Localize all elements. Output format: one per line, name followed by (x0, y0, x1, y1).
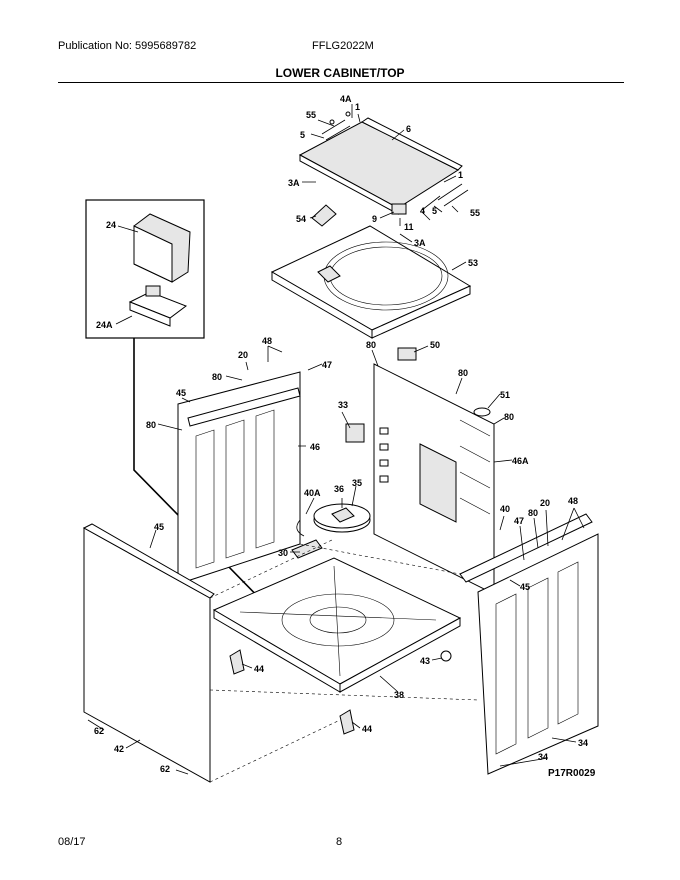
leveling-leg-part (229, 649, 452, 735)
page-title: LOWER CABINET/TOP (275, 66, 405, 80)
inset-detail-box (85, 199, 205, 339)
callout-label: 62 (94, 726, 104, 736)
callout-label: 11 (404, 222, 414, 232)
callout-label: 45 (520, 582, 530, 592)
callout-label: 46A (512, 456, 529, 466)
bracket-part (345, 423, 365, 443)
callout-label: 30 (278, 548, 288, 558)
callout-label: 80 (504, 412, 514, 422)
publication-number: Publication No: 5995689782 (58, 40, 197, 52)
callout-label: 24 (106, 220, 116, 230)
callout-label: 44 (254, 664, 264, 674)
callout-label: 80 (458, 368, 468, 378)
callout-label: 80 (366, 340, 376, 350)
footer-date: 08/17 (58, 836, 86, 848)
callout-label: 34 (578, 738, 588, 748)
callout-label: 44 (362, 724, 372, 734)
hinge-spring-left (321, 111, 351, 141)
callout-label: 45 (176, 388, 186, 398)
callout-label: 48 (568, 496, 578, 506)
callout-label: 53 (468, 258, 478, 268)
assembly-lines (209, 539, 479, 783)
front-panel-part (82, 523, 215, 783)
callout-label: 55 (470, 208, 480, 218)
clip-part (296, 519, 305, 537)
callout-label: 6 (406, 124, 411, 134)
callout-label: 38 (394, 690, 404, 700)
callout-label: 3A (288, 178, 300, 188)
callout-label: 40 (500, 504, 510, 514)
pump-filter-part (313, 503, 371, 533)
callout-label: 45 (154, 522, 164, 532)
callout-label: 34 (538, 752, 548, 762)
callout-label: 62 (160, 764, 170, 774)
callout-label: 47 (514, 516, 524, 526)
right-side-panel-part (459, 513, 599, 775)
callout-label: 51 (500, 390, 510, 400)
callout-label: 80 (528, 508, 538, 518)
callout-label: 1 (355, 102, 360, 112)
callout-label: 9 (372, 214, 377, 224)
callout-label: 48 (262, 336, 272, 346)
callout-label: 43 (420, 656, 430, 666)
plug-part (473, 407, 491, 417)
callout-label: 5 (432, 206, 437, 216)
callout-label: 46 (310, 442, 320, 452)
lid-lock-part (311, 204, 337, 227)
header-divider (58, 82, 624, 83)
callout-label: 40A (304, 488, 321, 498)
callout-label: 54 (296, 214, 306, 224)
left-side-panel-part (177, 371, 301, 585)
diagram-code: P17R0029 (548, 768, 596, 779)
model-number: FFLG2022M (312, 40, 374, 52)
top-panel-part (270, 225, 472, 339)
rear-panel-part (373, 363, 495, 595)
callout-label: 4 (420, 206, 425, 216)
hinge-spring-right (391, 183, 469, 215)
callout-label: 3A (414, 238, 426, 248)
hinge-part (397, 347, 417, 361)
callout-label: 20 (238, 350, 248, 360)
filter-part (291, 539, 323, 559)
base-pan-part (212, 557, 462, 693)
callout-label: 24A (96, 320, 113, 330)
part-number-labels: 55 4A 1 5 6 3A 1 4 5 55 9 11 54 3A 53 24… (94, 94, 588, 774)
page-number: 8 (336, 836, 343, 848)
callout-label: 35 (352, 478, 362, 488)
callout-label: 42 (114, 744, 124, 754)
callout-label: 80 (146, 420, 156, 430)
leader-lines (87, 104, 585, 775)
callout-label: 4A (340, 94, 352, 104)
callout-label: 50 (430, 340, 440, 350)
callout-label: 5 (300, 130, 305, 140)
callout-label: 55 (306, 110, 316, 120)
callout-label: 47 (322, 360, 332, 370)
callout-label: 33 (338, 400, 348, 410)
callout-label: 80 (212, 372, 222, 382)
callout-label: 36 (334, 484, 344, 494)
lid-part (298, 117, 463, 215)
callout-label: 20 (540, 498, 550, 508)
callout-label: 1 (458, 170, 463, 180)
